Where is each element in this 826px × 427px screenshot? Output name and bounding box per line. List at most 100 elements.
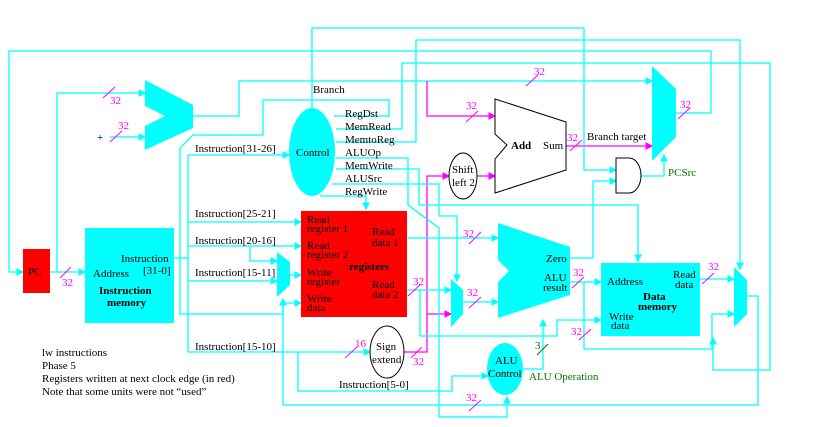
instruction-15-10-label: Instruction[15-10] [195, 341, 276, 353]
instruction-5-0-label: Instruction[5-0] [339, 379, 409, 391]
instruction-20-16-label: Instruction[20-16] [195, 235, 276, 247]
read-data-1-label-b: data 1 [372, 237, 399, 249]
sum-label: Sum [543, 140, 564, 152]
regwrite-label: RegWrite [345, 186, 387, 198]
write-register-label-b: register [307, 276, 340, 288]
width-label: 32 [534, 66, 545, 78]
memtoreg-label: MemtoReg [345, 134, 395, 146]
shift-left-label-2: left 2 [452, 177, 475, 189]
instruction-memory [85, 228, 174, 323]
zero-label: Zero [546, 253, 567, 265]
imem-output-label: Instruction [121, 253, 169, 265]
width-label: 32 [413, 276, 424, 288]
width-label: 32 [466, 392, 477, 404]
memtoreg-mux [734, 267, 747, 327]
imem-title-1: Instruction [99, 285, 152, 297]
branch-target-label: Branch target [587, 131, 646, 143]
write-data-label-a: Write [307, 293, 332, 305]
dmem-read-data-label-a: Read [673, 269, 696, 281]
dmem-title-2: memory [638, 301, 678, 313]
bus-width-slashes [59, 74, 715, 412]
branch-adder [494, 98, 567, 194]
width-label: 32 [573, 267, 584, 279]
alusrc-wire [332, 183, 461, 283]
read-data-1-label-a: Read [372, 226, 395, 238]
alu-bypass-wire [583, 282, 736, 350]
add-label: Add [511, 140, 531, 152]
width-label: 32 [708, 261, 719, 273]
data-memory [601, 263, 700, 336]
alu-result-label-1: ALU [544, 272, 567, 284]
sign-extend-label-2: extend [372, 354, 402, 366]
pc-plus-to-add-wire [426, 81, 497, 120]
dmem-read-data-label-b: data [675, 279, 693, 291]
note-line: Phase 5 [42, 360, 76, 372]
regwrite-wire [320, 195, 370, 211]
dmem-address-label: Address [607, 276, 643, 288]
shift-left-2-unit [448, 152, 478, 200]
width-label: 32 [110, 95, 121, 107]
memread-wire [336, 62, 771, 371]
width-label: 32 [463, 228, 474, 240]
wires [8, 27, 771, 418]
memwrite-label: MemWrite [345, 160, 393, 172]
dmem-write-data-label-a: Write [609, 311, 634, 323]
width-label: 32 [567, 132, 578, 144]
zero-wire [570, 177, 618, 259]
memtoreg-wire [336, 39, 744, 271]
memread-label: MemRead [345, 121, 391, 133]
note-line: Registers written at next clock edge (in… [42, 373, 235, 385]
width-label: 32 [466, 100, 477, 112]
note-line: lw instructions [42, 347, 107, 359]
alusrc-label: ALUSrc [345, 173, 382, 185]
notes: lw instructions Phase 5 Registers writte… [42, 347, 235, 398]
pc-adder-constant: + [97, 132, 103, 144]
read-data-2-label-b: data 2 [372, 289, 399, 301]
write-data-label-b: data [307, 302, 325, 314]
alu-operation-label: ALU Operation [529, 371, 599, 383]
rt-to-mux-wire [249, 246, 279, 265]
pc-feedback-wire [8, 50, 712, 276]
funct-wire [297, 352, 490, 392]
registers-title: registers [349, 261, 390, 273]
pc-register [23, 249, 50, 293]
imem-output-bits: [31-0] [143, 265, 171, 277]
instruction-31-26-label: Instruction[31-26] [195, 143, 276, 155]
regdst-label: RegDst [345, 108, 378, 120]
read-register-2-label-a: Read [307, 240, 330, 252]
alu-src-mux [451, 279, 463, 327]
pcsrc-label: PCSrc [668, 167, 696, 179]
dmem-write-data-label-b: data [611, 320, 629, 332]
branch-signal-wire [311, 27, 618, 174]
pc-to-adder-wire [56, 89, 147, 272]
instruction-15-11-label: Instruction[15-11] [195, 267, 275, 279]
write-register-mux [277, 252, 290, 297]
width-label: 32 [680, 99, 691, 111]
instruction-25-21-label: Instruction[25-21] [195, 208, 276, 220]
width-label: 32 [413, 356, 424, 368]
sign-extend-unit [369, 325, 405, 379]
sign-extend-label-1: Sign [376, 341, 397, 353]
branch-and-gate [615, 157, 642, 194]
write-register-label-a: Write [307, 267, 332, 279]
pcsrc-wire [640, 153, 668, 177]
sign-ext-out-wire [404, 172, 451, 353]
width-label: 32 [571, 326, 582, 338]
alu-control-label-2: Control [488, 368, 522, 380]
aluop-label: ALUOp [345, 147, 382, 159]
register-file [301, 211, 407, 317]
alu-operation-width: 3 [535, 340, 541, 352]
width-label: 32 [467, 287, 478, 299]
note-line: Note that some units were not “used” [42, 386, 206, 398]
read-register-1-label-a: Read [307, 214, 330, 226]
read-data-2-label-a: Read [372, 279, 395, 291]
read-register-1-label-b: register 1 [307, 223, 348, 235]
width-label: 32 [62, 277, 73, 289]
store-data-wire [419, 290, 603, 337]
dmem-title-1: Data [643, 291, 666, 303]
read-register-2-label-b: register 2 [307, 249, 348, 261]
width-label: 16 [355, 338, 367, 350]
memwrite-wire [336, 168, 642, 263]
imem-title-2: memory [107, 297, 147, 309]
